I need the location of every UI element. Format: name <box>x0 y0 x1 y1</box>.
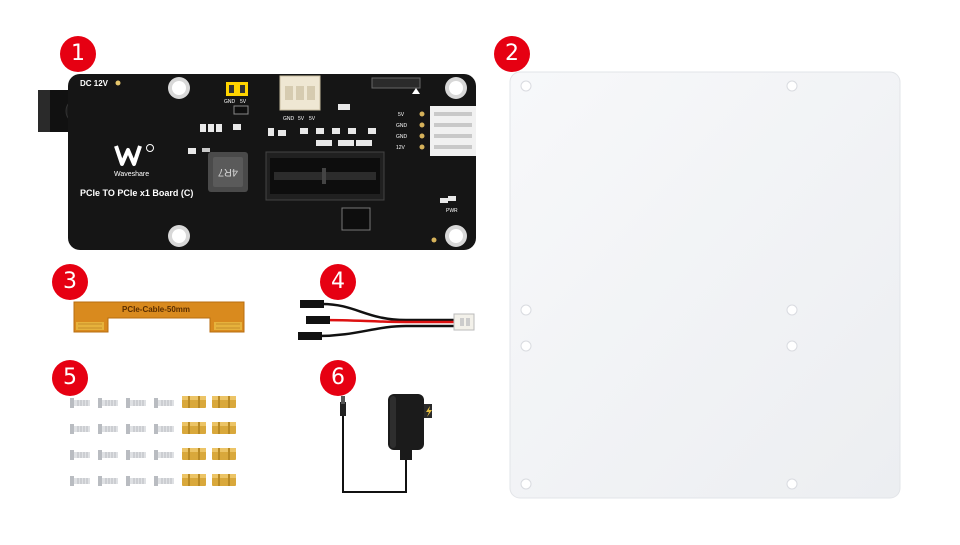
jumper-label-5v: 5V <box>240 99 247 105</box>
fpc-connector <box>371 77 421 89</box>
pwr-led-label: PWR <box>446 208 458 214</box>
fan-header <box>419 106 476 156</box>
inductor-code: 4R7 <box>218 166 238 178</box>
fan-power-cable <box>298 300 475 340</box>
item-number-badge-2: 2 <box>494 36 530 72</box>
screw-row-2 <box>69 423 175 435</box>
ic-chip-b <box>341 207 371 231</box>
item-number-badge-6: 6 <box>320 360 356 396</box>
acrylic-base-plate <box>509 71 901 499</box>
ic-chip-a <box>233 105 249 115</box>
pcie-x1-slot <box>265 151 385 201</box>
power-inductor: 4R7 <box>202 148 248 192</box>
screw-row-3 <box>69 449 175 461</box>
fan-pin-12v: 12V <box>396 145 406 151</box>
item-number-badge-1: 1 <box>60 36 96 72</box>
header-label-5v-a: 5V <box>298 116 305 122</box>
power-header-connector <box>279 75 321 111</box>
fpc-cable-label: PCIe-Cable-50mm <box>122 305 190 314</box>
pwr-led <box>448 196 456 201</box>
waveshare-logo <box>114 144 154 166</box>
brand-name: Waveshare <box>114 171 149 178</box>
lightning-icon <box>426 406 432 417</box>
pcie-adapter-board: DC 12V GND 5V GND 5V 5V 5V GND GND 12V <box>38 74 476 250</box>
smd-components <box>188 104 448 203</box>
adapter-body <box>388 394 424 450</box>
mounting-holes <box>168 77 467 247</box>
jst-connector <box>453 313 475 331</box>
jumper-label-gnd: GND <box>224 99 236 105</box>
board-name-label: PCIe TO PCIe x1 Board (C) <box>80 188 193 198</box>
item-number-badge-5: 5 <box>52 360 88 396</box>
screws-and-standoffs-set <box>69 396 236 487</box>
item-number-badge-3: 3 <box>52 264 88 300</box>
dupont-connector-a <box>300 300 324 308</box>
screw-row-1 <box>69 397 175 409</box>
power-adapter <box>340 394 432 493</box>
header-label-gnd: GND <box>283 116 295 122</box>
fan-pin-gnd-b: GND <box>396 134 408 140</box>
jumper-header <box>226 82 248 96</box>
pcie-fpc-cable: PCIe-Cable-50mm <box>73 301 245 333</box>
screw-row-4 <box>69 475 175 487</box>
brass-standoffs <box>182 396 236 486</box>
dupont-connector-c <box>298 332 322 340</box>
item-number-badge-4: 4 <box>320 264 356 300</box>
dc-12v-label: DC 12V <box>80 79 109 88</box>
plate-holes <box>520 80 798 490</box>
fan-pin-5v: 5V <box>398 112 405 118</box>
fan-pin-gnd-a: GND <box>396 123 408 129</box>
dupont-connector-b <box>306 316 330 324</box>
header-label-5v-b: 5V <box>309 116 316 122</box>
